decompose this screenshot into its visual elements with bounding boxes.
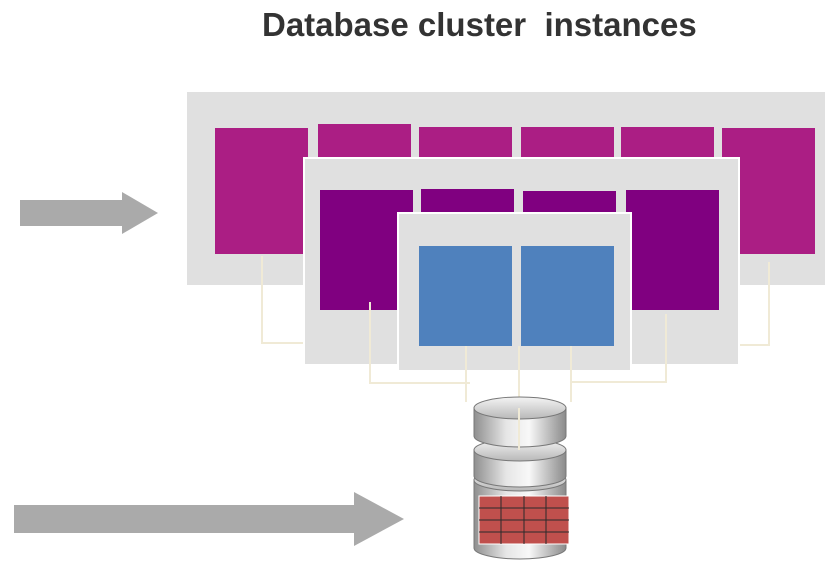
instance-box [521,246,614,346]
database-cylinder-icon [473,396,570,560]
diagram-title: Database cluster instances [262,6,697,43]
middle-connectors [369,302,667,384]
arrow-to-database-icon [14,492,404,546]
table-grid-icon [478,495,570,545]
arrow-to-clusters-icon [20,192,158,234]
instance-box [419,246,512,346]
instance-box [626,190,719,310]
back-connectors [261,256,770,346]
front-cluster-panel [397,212,632,372]
instance-box [215,128,308,254]
